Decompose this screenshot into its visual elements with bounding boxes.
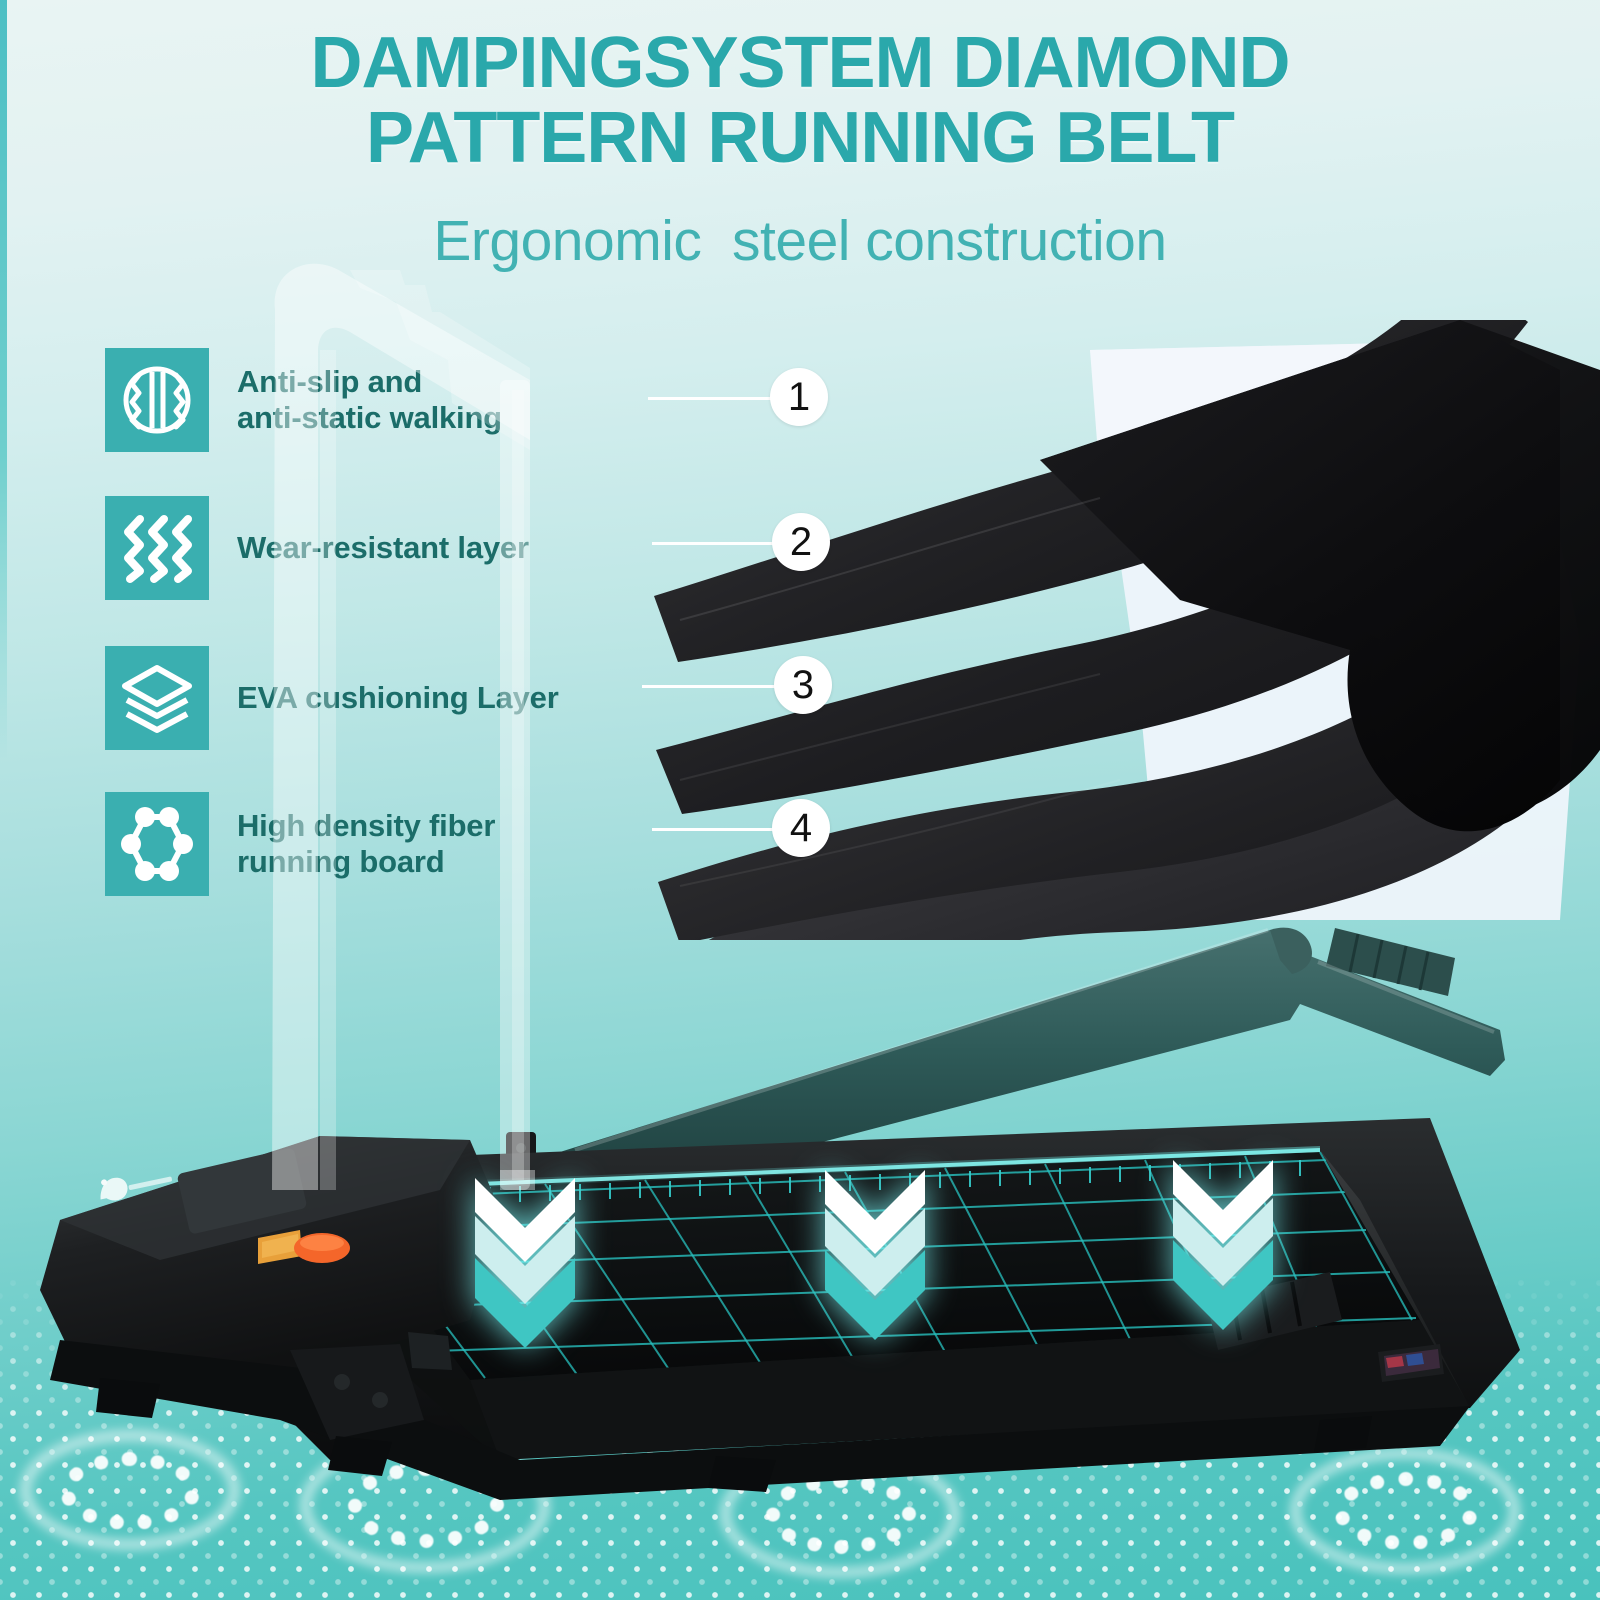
callout-leader-3	[642, 685, 782, 688]
folding-knuckle	[290, 1332, 452, 1440]
feature-label: High density fiber running board	[237, 808, 496, 879]
handlebar-grip-right	[1326, 928, 1455, 996]
page-subtitle: Ergonomic steel construction	[433, 209, 1167, 273]
anti-slip-texture-icon	[105, 348, 209, 452]
console-display	[177, 1148, 307, 1234]
callout-number-2: 2	[772, 513, 830, 571]
molecular-hexagon-icon	[105, 792, 209, 896]
feature-label: Anti-slip and anti-static walking	[237, 364, 502, 435]
feature-item-high-density-fiber: High density fiber running board	[105, 792, 645, 896]
feature-label: EVA cushioning Layer	[237, 680, 559, 716]
rear-indicator-plate	[1378, 1344, 1444, 1382]
treadmill-feet	[96, 1378, 1372, 1492]
callout-number-4: 4	[772, 799, 830, 857]
treadmill-product-image	[0, 900, 1600, 1600]
callout-number-1: 1	[770, 368, 828, 426]
ghost-handlebar-illustration	[200, 240, 620, 1198]
feature-label: Wear-resistant layer	[237, 530, 529, 566]
feature-item-wear-resistant: Wear-resistant layer	[105, 496, 645, 600]
stacked-layers-icon	[105, 646, 209, 750]
callout-leader-2	[652, 542, 780, 545]
feature-item-anti-slip: Anti-slip and anti-static walking	[105, 348, 645, 452]
feature-item-eva-cushioning: EVA cushioning Layer	[105, 646, 645, 750]
page-title: DAMPINGSYSTEM DIAMOND PATTERN RUNNING BE…	[310, 23, 1290, 178]
left-edge-stripe	[0, 0, 7, 760]
treadmill-console	[40, 1136, 500, 1370]
treadmill-base-frame	[50, 1332, 1470, 1500]
feature-list: Anti-slip and anti-static walking Wear-r…	[105, 348, 645, 929]
zigzag-wear-icon	[105, 496, 209, 600]
callout-number-3: 3	[774, 656, 832, 714]
callout-leader-4	[652, 828, 782, 831]
belt-layer-diagram: 1 2 3 4	[620, 320, 1600, 940]
brand-logo	[100, 1176, 172, 1201]
callout-leader-1	[648, 397, 778, 400]
